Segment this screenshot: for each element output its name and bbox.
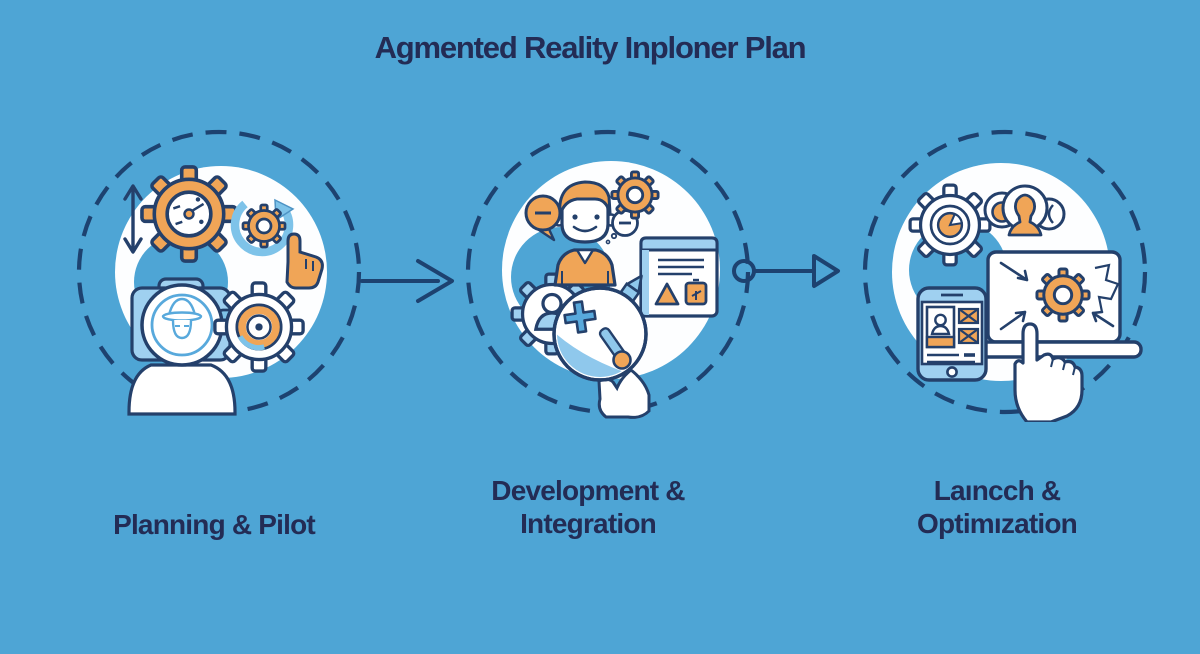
step-3-illustration (862, 129, 1148, 422)
step-3-label-line-1: Laıncch & (933, 475, 1061, 506)
gear-icon (610, 170, 660, 220)
laptop-gear-optimization-icon (971, 250, 1143, 359)
step-2-illustration (465, 129, 751, 419)
step-2-label-line-2: Integration (520, 508, 657, 539)
step-2-label: Development & Integration (438, 474, 738, 540)
page-title: Agmented Reality Inploner Plan (374, 30, 807, 65)
pie-chart-gear-icon (908, 183, 992, 267)
step-1-illustration (76, 129, 362, 416)
refresh-arrow-gear-icon (230, 198, 295, 257)
step-development-integration (458, 122, 758, 422)
step-3-label: Laıncch & Optimızation (847, 474, 1147, 540)
step-launch-optimization (855, 122, 1155, 422)
connector-2 (732, 254, 840, 288)
dial-gear-icon (213, 281, 305, 373)
magnifier-tools-hand-icon (552, 286, 651, 419)
connector-1 (360, 259, 454, 303)
minus-speech-bubble-icon (524, 194, 562, 242)
step-2-label-line-1: Development & (491, 475, 685, 506)
step-1-label: Planning & Pilot (64, 508, 364, 541)
developer-person-icon (552, 180, 618, 287)
smartphone-profile-icon (916, 286, 988, 382)
bust-silhouette (127, 363, 237, 416)
pointing-hand-icon (285, 232, 324, 290)
audience-group-icon (983, 184, 1066, 237)
step-planning-pilot (69, 122, 369, 422)
document-warning-icon (639, 236, 719, 318)
dashed-ring (862, 129, 1148, 415)
touch-hand-icon (1013, 322, 1084, 422)
camera-detective-icon (127, 277, 237, 416)
gauge-gear-icon (140, 165, 238, 263)
step-1-label-line: Planning & Pilot (113, 509, 316, 540)
vertical-double-arrow-icon (123, 184, 143, 254)
step-3-label-line-2: Optimızation (917, 508, 1078, 539)
